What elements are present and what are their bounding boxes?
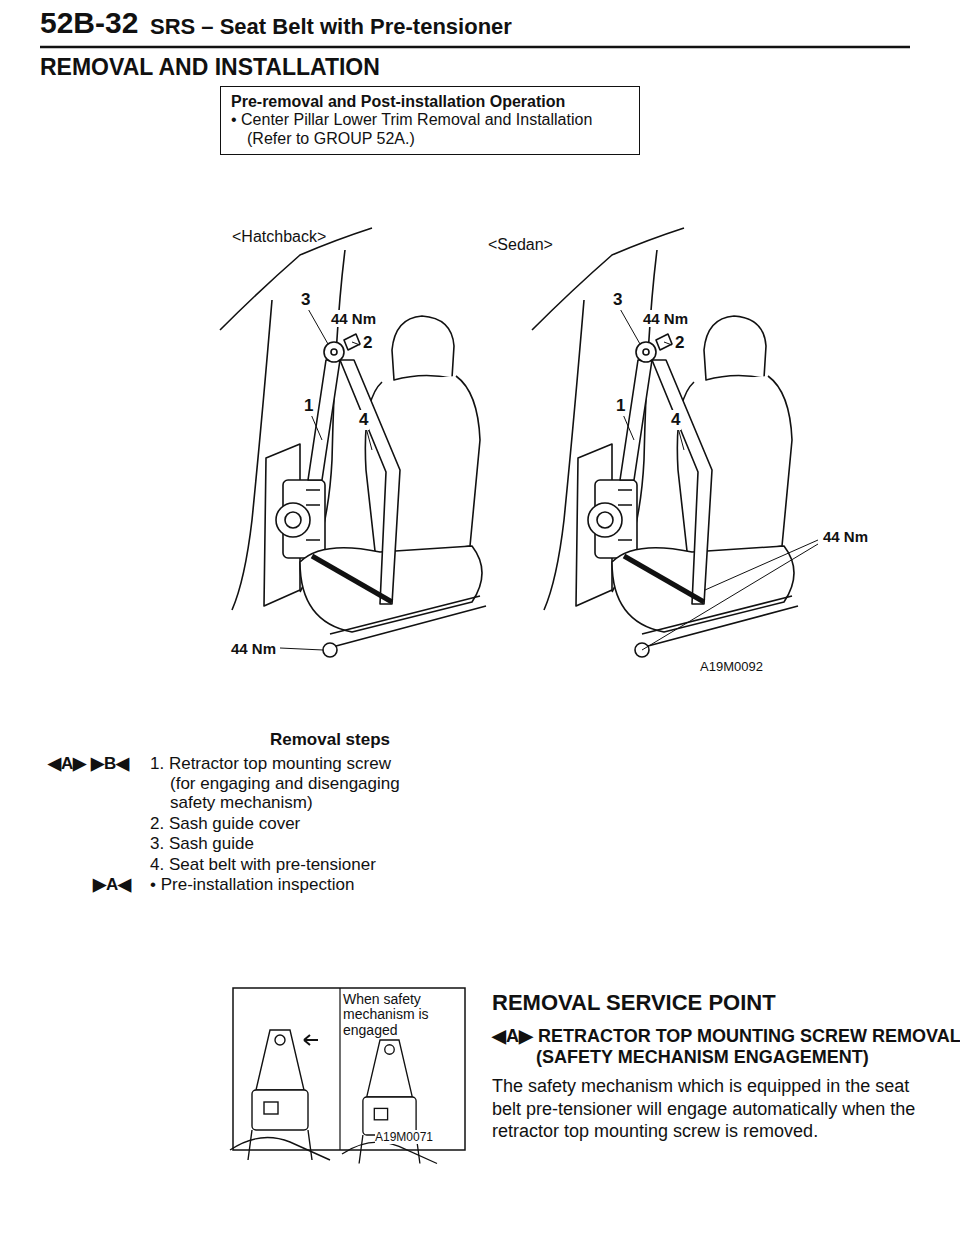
hatchback-seat	[220, 228, 486, 657]
service-point-heading: ◀A▶ RETRACTOR TOP MOUNTING SCREW REMOVAL…	[492, 1026, 960, 1067]
removal-step: 1. Retractor top mounting screw (for eng…	[150, 754, 400, 813]
illustration-part	[664, 342, 672, 345]
removal-step: 4. Seat belt with pre-tensioner	[150, 855, 420, 875]
inset-caption: When safety mechanism is engaged	[343, 992, 459, 1038]
variant-label: <Hatchback>	[232, 228, 326, 246]
steps-heading: Removal steps	[270, 730, 390, 750]
section-title: SRS – Seat Belt with Pre-tensioner	[150, 14, 512, 39]
service-point-mark: ▶A◀	[93, 875, 131, 895]
callout-number: 3	[300, 290, 311, 310]
torque-value: 44 Nm	[822, 528, 869, 545]
illustration-part	[619, 307, 640, 344]
leader-lines	[280, 307, 818, 650]
illustration-part	[622, 412, 634, 440]
note-box: Pre-removal and Post-installation Operat…	[220, 86, 640, 155]
callout-number: 4	[358, 410, 369, 430]
direction-arrow	[304, 1035, 318, 1045]
illustration-part	[642, 540, 818, 650]
variant-label: <Sedan>	[488, 236, 553, 254]
callout-number: 1	[615, 396, 626, 416]
page-title: REMOVAL AND INSTALLATION	[40, 54, 380, 80]
inset-divider	[339, 988, 340, 1150]
removal-step: • Pre-installation inspection	[150, 875, 420, 895]
figure-code: A19M0071	[375, 1130, 433, 1144]
sedan-seat	[532, 228, 798, 657]
illustration-part	[307, 307, 328, 344]
inset-figure-box: When safety mechanism is engagedA19M0071	[233, 988, 465, 1150]
service-point-mark: ◀A▶ ▶B◀	[48, 754, 129, 774]
callout-number: 4	[670, 410, 681, 430]
removal-step: 3. Sash guide	[150, 834, 420, 854]
note-item: • Center Pillar Lower Trim Removal and I…	[231, 111, 629, 148]
callout-number: 1	[303, 396, 314, 416]
page-number: 52B-32	[40, 6, 138, 41]
torque-value: 44 Nm	[642, 310, 689, 327]
illustration-part	[352, 342, 360, 345]
body-paragraph: The safety mechanism which is equipped i…	[492, 1075, 932, 1143]
callout-number: 3	[612, 290, 623, 310]
torque-value: 44 Nm	[230, 640, 277, 657]
illustration-part	[310, 412, 322, 440]
callout-number: 2	[674, 333, 685, 353]
removal-step: 2. Sash guide cover	[150, 814, 420, 834]
note-heading: Pre-removal and Post-installation Operat…	[231, 93, 629, 111]
illustration-part	[280, 648, 323, 650]
torque-value: 44 Nm	[330, 310, 377, 327]
header-rule	[40, 46, 910, 49]
retractor-normal	[230, 1030, 330, 1160]
figure-code: A19M0092	[700, 660, 763, 675]
callout-number: 2	[362, 333, 373, 353]
section-heading: REMOVAL SERVICE POINT	[492, 990, 776, 1015]
retractor-engaged	[342, 1040, 437, 1164]
